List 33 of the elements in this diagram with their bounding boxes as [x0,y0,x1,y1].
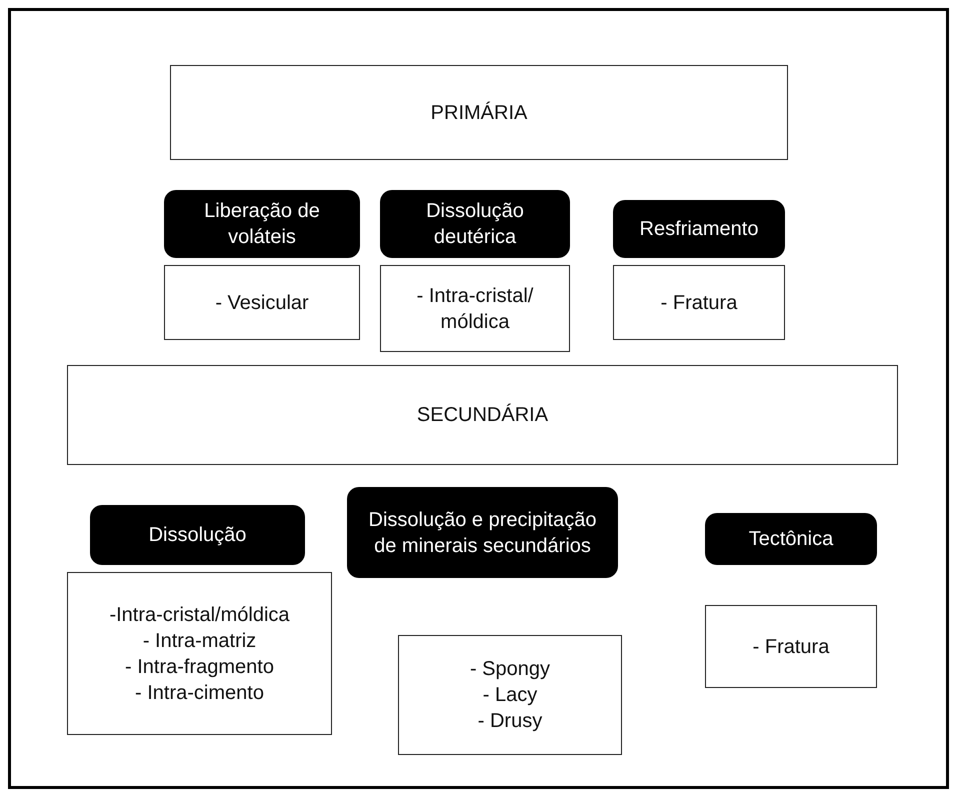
category-band [170,65,788,160]
node-text: PRIMÁRIA [430,100,528,126]
node-text: - Spongy [470,657,550,682]
process-box [380,190,570,258]
list-box [380,265,570,352]
process-box [90,505,305,565]
node-text: - Drusy [478,709,542,734]
process-box [347,487,618,578]
node-text: SECUNDÁRIA [416,402,548,428]
node-text: Dissolução e precipitação de minerais secundários [368,508,598,558]
node-text: Liberação de voláteis [203,199,321,250]
list-box [705,605,877,688]
node-text: Dissolução [148,523,246,548]
node-text: - Lacy [482,683,538,708]
node-text: Dissolução deutérica [425,199,525,250]
process-box [613,200,785,258]
list-box [67,572,332,735]
node-text: - Intra-matriz [142,628,256,654]
list-box [398,635,622,755]
list-box [613,265,785,340]
node-text: - Intra-cristal/ móldica [416,284,534,334]
node-text: - Fratura [752,634,830,660]
node-text: - Intra-cimento [135,680,264,706]
node-text: - Fratura [660,290,738,316]
node-text: - Intra-fragmento [125,654,274,680]
node-text: Tectônica [748,527,834,552]
process-box [705,513,877,565]
node-text: -Intra-cristal/móldica [109,602,290,628]
node-text: Resfriamento [640,217,758,242]
category-band [67,365,898,465]
list-box [164,265,360,340]
node-text: - Vesicular [215,290,309,316]
process-box [164,190,360,258]
